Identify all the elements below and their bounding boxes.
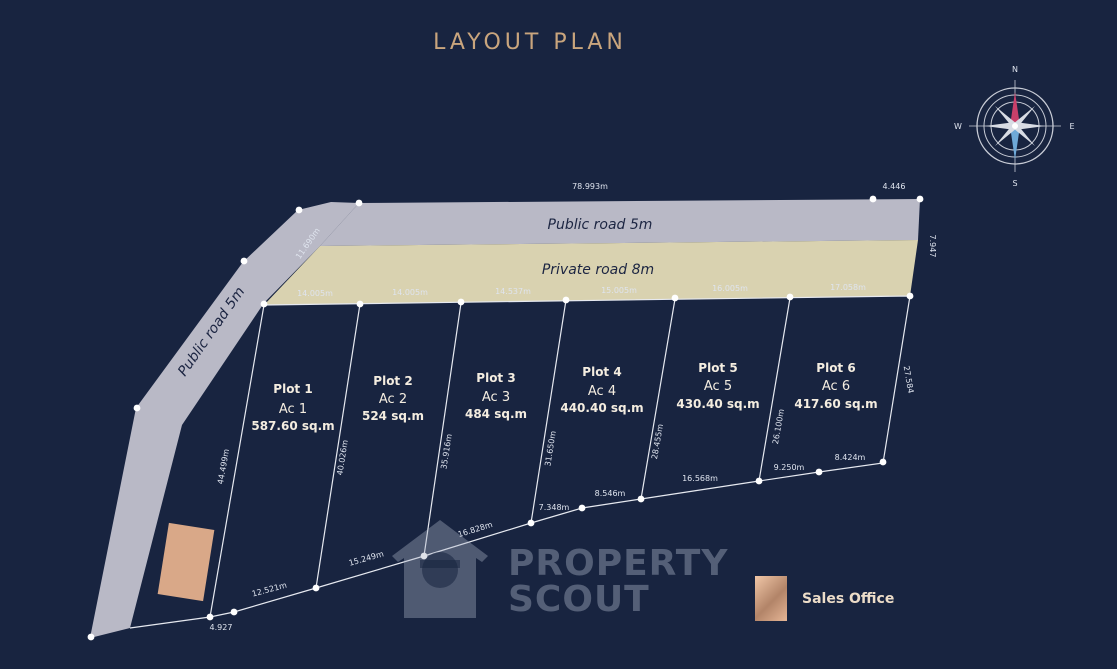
dim-front-3: 14.537m: [495, 287, 531, 296]
plot-5-name: Plot 5: [698, 361, 737, 375]
page-title: LAYOUT PLAN: [433, 30, 627, 55]
dim-front-6: 17.058m: [830, 283, 866, 292]
private-road: [264, 240, 918, 305]
dim-right-end: 7.947: [928, 235, 937, 258]
sales-office-swatch: [755, 576, 787, 621]
dim-bottom-8: 9.250m: [774, 463, 805, 472]
dim-side-5: 28.455m: [650, 423, 665, 460]
plot-1-ac: Ac 1: [279, 402, 307, 417]
compass-e: E: [1069, 122, 1074, 131]
plot-2-ac: Ac 2: [379, 392, 407, 407]
compass-w: W: [954, 122, 962, 131]
plot-6-area: 417.60 sq.m: [794, 397, 877, 411]
plot-1-area: 587.60 sq.m: [251, 419, 334, 433]
plot-4-area: 440.40 sq.m: [560, 401, 643, 415]
compass-icon: N E S W: [954, 65, 1074, 188]
plot-5-label: Plot 5 Ac 5 430.40 sq.m: [676, 361, 759, 411]
plot-6-label: Plot 6 Ac 6 417.60 sq.m: [794, 361, 877, 411]
dim-side-7: 27.584: [902, 365, 916, 394]
plot-dividers: [209, 297, 791, 618]
survey-points: [87, 195, 924, 641]
compass-n: N: [1012, 65, 1018, 74]
dim-top-road-right: 4.446: [883, 182, 906, 191]
dim-bottom-9: 8.424m: [835, 453, 866, 462]
watermark-line-1: PROPERTY: [508, 543, 729, 584]
plot-4-label: Plot 4 Ac 4 440.40 sq.m: [560, 365, 643, 415]
private-road-label: Private road 8m: [542, 262, 654, 278]
public-road-top-label: Public road 5m: [548, 217, 653, 233]
dim-bottom-3: 15.249m: [348, 549, 385, 568]
public-road-top: [320, 199, 920, 246]
plot-2-label: Plot 2 Ac 2 524 sq.m: [362, 374, 424, 423]
plot-2-name: Plot 2: [373, 374, 412, 388]
plot-2-area: 524 sq.m: [362, 409, 424, 423]
dim-side-6: 26.100m: [771, 408, 786, 445]
plot-4-name: Plot 4: [582, 365, 621, 379]
dim-side-4: 31.650m: [543, 430, 558, 467]
plot-1-label: Plot 1 Ac 1 587.60 sq.m: [251, 382, 334, 433]
plot-6-name: Plot 6: [816, 361, 855, 375]
watermark-line-2: SCOUT: [508, 579, 650, 620]
plot-1-name: Plot 1: [273, 382, 312, 396]
sales-office-building: [157, 522, 215, 602]
plot-5-ac: Ac 5: [704, 379, 732, 394]
plot-4-ac: Ac 4: [588, 384, 616, 399]
dim-bottom-5: 7.348m: [539, 503, 570, 512]
plot-3-area: 484 sq.m: [465, 407, 527, 421]
legend-sales-office-label: Sales Office: [802, 590, 895, 607]
dim-bottom-2: 12.521m: [251, 581, 288, 599]
dim-side-1: 44.499m: [216, 448, 231, 485]
legend: Sales Office: [755, 576, 894, 621]
dim-top-road-length: 78.993m: [572, 182, 608, 191]
dim-front-4: 15.005m: [601, 286, 637, 295]
plot-6-ac: Ac 6: [822, 379, 850, 394]
dim-front-2: 14.005m: [392, 288, 428, 297]
public-road-left: [90, 202, 359, 638]
watermark: PROPERTY SCOUT: [508, 546, 728, 618]
dim-bottom-7: 16.568m: [682, 474, 718, 483]
plot-3-ac: Ac 3: [482, 390, 510, 405]
dim-front-1: 14.005m: [297, 289, 333, 298]
plot-3-name: Plot 3: [476, 371, 515, 385]
plot-5-area: 430.40 sq.m: [676, 397, 759, 411]
plot-3-label: Plot 3 Ac 3 484 sq.m: [465, 371, 527, 421]
dim-bottom-6: 8.546m: [595, 489, 626, 498]
dim-bottom-1: 4.927: [210, 623, 233, 632]
dim-side-2: 40.026m: [335, 439, 350, 476]
compass-s: S: [1012, 179, 1017, 188]
dim-front-5: 16.005m: [712, 284, 748, 293]
property-scout-logo: [392, 520, 488, 618]
